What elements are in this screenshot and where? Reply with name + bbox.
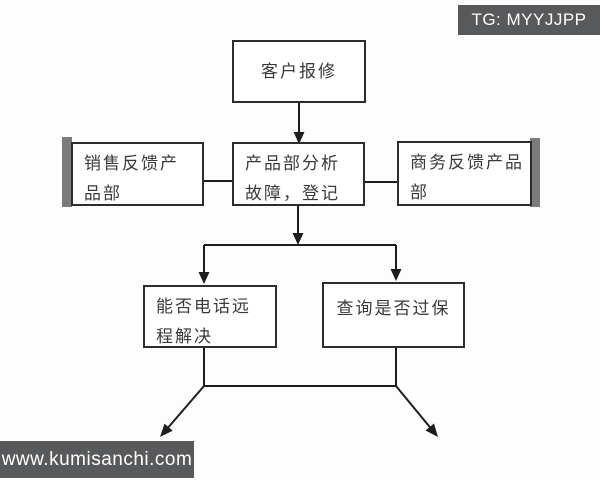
node-customer-report-label: 客户报修 <box>261 62 337 81</box>
node-warranty-check-label: 查询是否过保 <box>336 299 451 318</box>
shadow-bar-left <box>62 137 72 207</box>
node-warranty-check: 查询是否过保 <box>322 282 465 348</box>
website-watermark-badge: www.kumisanchi.com <box>0 441 194 478</box>
website-watermark-text: www.kumisanchi.com <box>1 448 193 470</box>
node-sales-feedback-label: 销售反馈产品部 <box>84 154 179 203</box>
shadow-bar-right <box>530 138 540 207</box>
node-business-feedback: 商务反馈产品部 <box>397 141 532 206</box>
telegram-watermark-text: TG: MYYJJPP <box>471 10 587 29</box>
connector-exit-left <box>166 385 205 430</box>
arrowhead-exit-left <box>160 423 173 437</box>
node-customer-report: 客户报修 <box>232 40 366 103</box>
arrowhead-onto-split-bar <box>292 233 304 245</box>
node-remote-solve-label: 能否电话远程解决 <box>156 297 251 346</box>
node-analyze-register-label: 产品部分析故障，登记 <box>245 154 340 203</box>
node-business-feedback-label: 商务反馈产品部 <box>410 153 524 202</box>
telegram-watermark-badge: TG: MYYJJPP <box>458 5 600 35</box>
node-analyze-register: 产品部分析故障，登记 <box>232 142 365 206</box>
arrowhead-into-warranty <box>390 269 402 281</box>
arrowhead-into-remote <box>198 272 210 284</box>
node-remote-solve: 能否电话远程解决 <box>143 285 277 348</box>
arrowhead-exit-right <box>425 423 438 437</box>
connector-exit-right <box>395 385 433 430</box>
node-sales-feedback: 销售反馈产品部 <box>71 142 204 206</box>
arrowhead-into-analyze <box>293 132 305 144</box>
